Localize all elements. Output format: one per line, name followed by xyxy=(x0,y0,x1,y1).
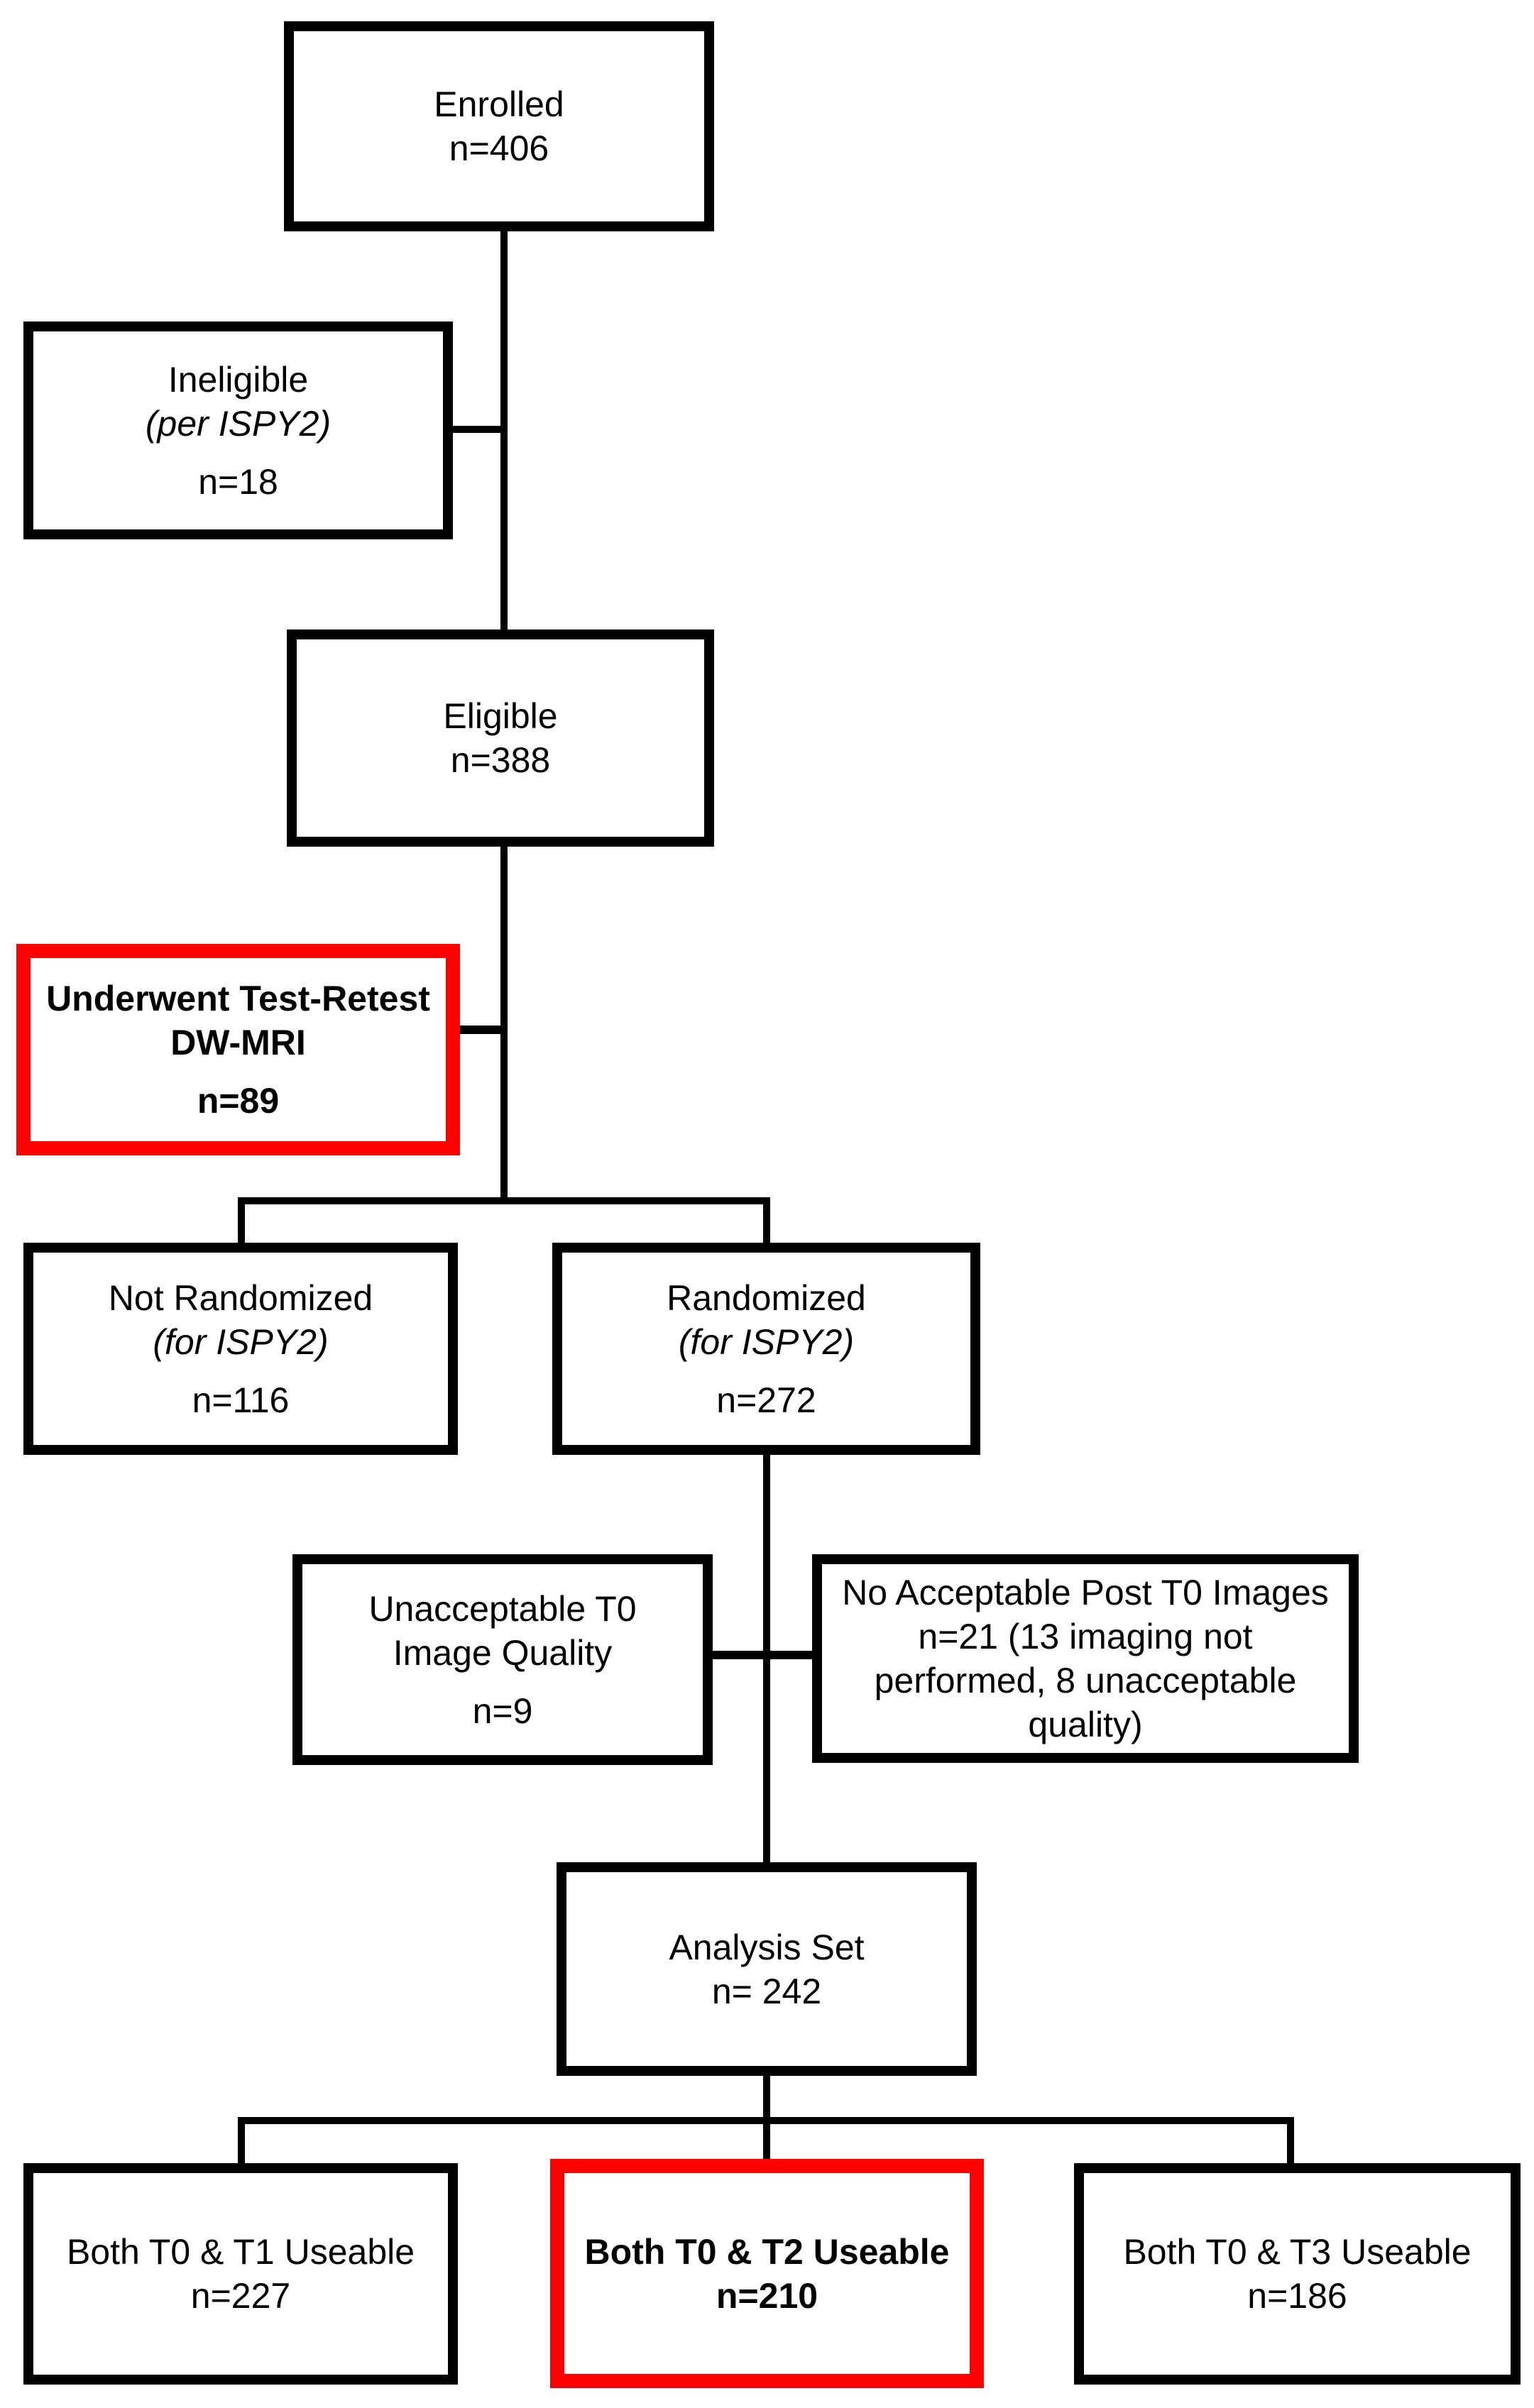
box-count: n= 242 xyxy=(711,1971,822,2011)
box-count: n=9 xyxy=(472,1690,533,1731)
box-label: Analysis Set xyxy=(669,1927,865,1967)
connector-drop-t0-t2 xyxy=(763,2117,770,2159)
flow-box-analysis-set: Analysis Set n= 242 xyxy=(557,1862,977,2076)
box-label: No Acceptable Post T0 Images xyxy=(842,1573,1329,1612)
box-label: Underwent Test-Retest xyxy=(46,979,430,1018)
box-count: n=227 xyxy=(190,2276,291,2316)
box-label: Unacceptable T0 xyxy=(368,1588,637,1629)
connector-drop-randomized xyxy=(763,1197,770,1243)
connector-enrolled-to-eligible xyxy=(500,231,508,630)
flow-box-test-retest: Underwent Test-Retest DW-MRI n=89 xyxy=(16,944,460,1155)
box-sublabel: (for ISPY2) xyxy=(153,1321,329,1362)
box-label: Randomized xyxy=(667,1277,866,1318)
connector-analysis-to-split xyxy=(763,2076,770,2121)
box-count: n=272 xyxy=(716,1380,816,1420)
box-count: n=116 xyxy=(192,1380,290,1420)
box-count: n=89 xyxy=(197,1081,280,1121)
box-sublabel: (for ISPY2) xyxy=(678,1321,855,1362)
flow-box-randomized: Randomized (for ISPY2) n=272 xyxy=(552,1243,980,1455)
connector-eligible-to-split xyxy=(500,847,508,1204)
connector-drop-t0-t3 xyxy=(1287,2117,1294,2163)
connector-randomization-split xyxy=(238,1197,770,1204)
box-sublabel: (per ISPY2) xyxy=(145,403,332,444)
flow-box-enrolled: Enrolled n=406 xyxy=(284,21,714,231)
box-count: n=21 (13 imaging not xyxy=(918,1617,1253,1656)
box-count: n=186 xyxy=(1247,2276,1347,2316)
box-label-2: DW-MRI xyxy=(170,1023,306,1062)
flow-box-eligible: Eligible n=388 xyxy=(287,630,714,847)
flow-box-t0-t2-useable: Both T0 & T2 Useable n=210 xyxy=(550,2159,984,2388)
flow-box-unacceptable-t0: Unacceptable T0 Image Quality n=9 xyxy=(292,1554,713,1765)
box-count: n=210 xyxy=(716,2275,818,2316)
connector-exclusion-branches xyxy=(713,1651,812,1659)
box-label: Both T0 & T2 Useable xyxy=(584,2231,950,2272)
box-label: Both T0 & T1 Useable xyxy=(66,2232,415,2272)
connector-drop-t0-t1 xyxy=(238,2117,245,2163)
box-label: Eligible xyxy=(443,696,558,736)
box-label-2: Image Quality xyxy=(393,1632,613,1673)
flow-box-ineligible: Ineligible (per ISPY2) n=18 xyxy=(23,321,453,539)
box-label: Enrolled xyxy=(434,84,564,124)
box-count: n=406 xyxy=(449,128,549,168)
flow-box-t0-t3-useable: Both T0 & T3 Useable n=186 xyxy=(1074,2163,1521,2385)
box-count: n=388 xyxy=(450,740,551,780)
box-label: Not Randomized xyxy=(108,1277,373,1318)
box-count-detail: performed, 8 unacceptable xyxy=(874,1661,1297,1700)
connector-test-retest-branch xyxy=(460,1026,504,1034)
connector-drop-not-randomized xyxy=(238,1197,245,1243)
connector-ineligible-branch xyxy=(453,426,504,433)
box-count-detail-2: quality) xyxy=(1028,1705,1143,1744)
box-count: n=18 xyxy=(198,461,278,502)
box-label: Ineligible xyxy=(168,359,309,400)
flow-box-not-randomized: Not Randomized (for ISPY2) n=116 xyxy=(23,1243,458,1455)
box-label: Both T0 & T3 Useable xyxy=(1123,2232,1472,2272)
flow-box-no-acceptable-post-t0: No Acceptable Post T0 Images n=21 (13 im… xyxy=(812,1554,1359,1763)
flow-box-t0-t1-useable: Both T0 & T1 Useable n=227 xyxy=(23,2163,458,2385)
